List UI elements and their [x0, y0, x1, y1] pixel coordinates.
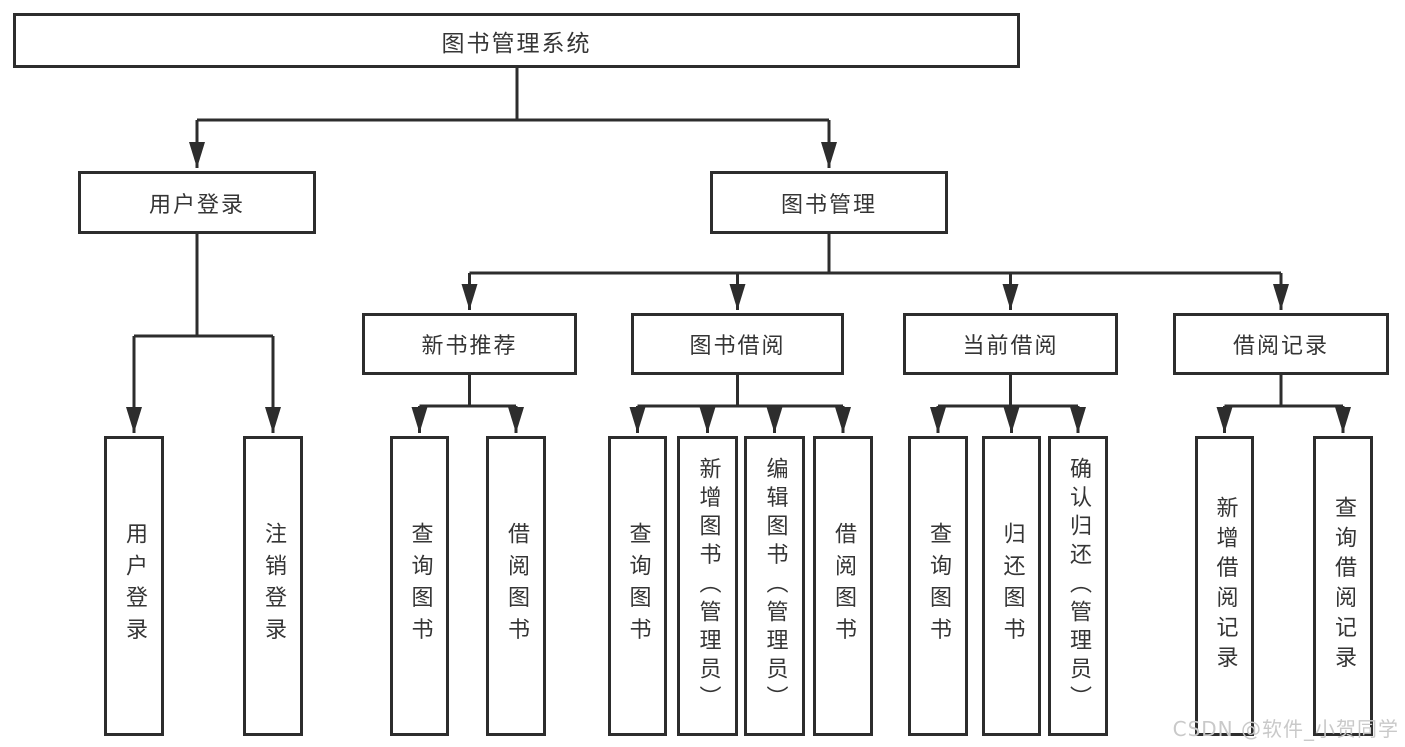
user-login-trunk — [134, 234, 273, 338]
leaf-borrow-books-borrow: 借阅图书 — [813, 436, 873, 736]
leaf-query-books-recommend: 查询图书 — [390, 436, 449, 736]
leaf-return-books: 归还图书 — [982, 436, 1041, 736]
watermark-text: CSDN @软件_小贺同学 — [1172, 717, 1399, 741]
node-new-book-recommendation: 新书推荐 — [362, 313, 577, 375]
node-current-borrowing: 当前借阅 — [903, 313, 1118, 375]
node-book-management: 图书管理 — [710, 171, 948, 234]
borrow-record-trunk — [1224, 375, 1343, 408]
current-borrow-trunk — [938, 375, 1078, 408]
root-trunk — [197, 68, 829, 122]
leaf-edit-book-admin: 编辑图书（管理员） — [744, 436, 805, 736]
leaf-confirm-return-admin: 确认归还（管理员） — [1048, 436, 1108, 736]
leaf-user-login: 用户登录 — [104, 436, 164, 736]
book-management-trunk — [469, 234, 1281, 275]
book-borrow-trunk — [637, 375, 843, 408]
node-user-login: 用户登录 — [78, 171, 316, 234]
leaf-query-books-current: 查询图书 — [908, 436, 968, 736]
node-book-borrowing: 图书借阅 — [631, 313, 844, 375]
leaf-logout-login: 注销登录 — [243, 436, 303, 736]
leaf-borrow-books-recommend: 借阅图书 — [486, 436, 546, 736]
node-borrowing-records: 借阅记录 — [1173, 313, 1389, 375]
leaf-add-borrow-record: 新增借阅记录 — [1195, 436, 1254, 736]
leaf-add-book-admin: 新增图书（管理员） — [677, 436, 738, 736]
node-library-management-system: 图书管理系统 — [13, 13, 1020, 68]
new-book-trunk — [419, 375, 516, 408]
leaf-query-borrow-record: 查询借阅记录 — [1313, 436, 1373, 736]
leaf-query-books-borrow: 查询图书 — [608, 436, 667, 736]
